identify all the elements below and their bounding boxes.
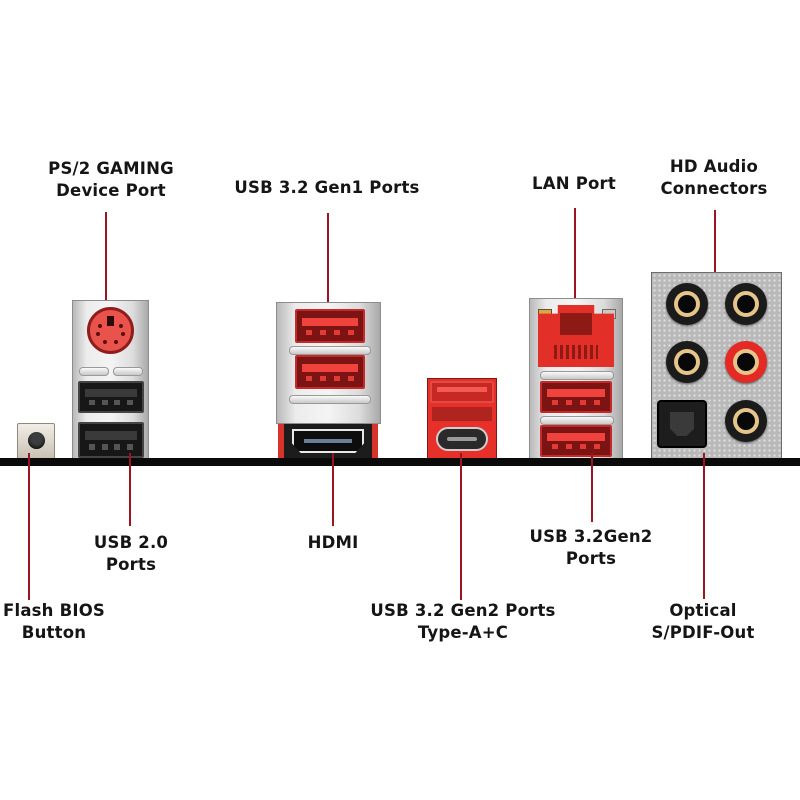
label-line: Ports (565, 549, 617, 568)
label-hd-audio-connectors: HD Audio Connectors (660, 156, 767, 200)
audio-jack-2[interactable] (725, 283, 767, 325)
hdmi-port[interactable] (278, 424, 378, 460)
label-line: USB 3.2 Gen1 Ports (234, 178, 420, 197)
usb32-gen1-cage (276, 302, 381, 424)
label-usb32-gen2-typea-c: USB 3.2 Gen2 Ports Type-A+C (370, 600, 555, 644)
label-hdmi: HDMI (308, 532, 359, 554)
label-lan-port: LAN Port (532, 173, 616, 195)
usb32-gen2-typea-c-stack (427, 378, 497, 460)
usb32-gen2-typea-port[interactable] (430, 381, 494, 403)
io-shield-baseline (0, 458, 800, 466)
label-line: Button (21, 623, 87, 642)
label-line: Connectors (660, 179, 768, 198)
label-line: LAN Port (532, 174, 616, 193)
label-optical-spdif-out: Optical S/PDIF-Out (651, 600, 754, 644)
leader-usb32-gen1 (327, 213, 329, 305)
leader-usb32-gen2 (591, 453, 593, 522)
leader-flash-bios (28, 453, 30, 600)
lan-port[interactable] (538, 305, 614, 367)
hdmi-port-icon (292, 429, 364, 453)
label-line: S/PDIF-Out (651, 623, 755, 642)
toslink-port-icon (670, 412, 694, 436)
label-line: Ports (105, 555, 157, 574)
label-line: Flash BIOS (3, 601, 105, 620)
label-usb32-gen1-ports: USB 3.2 Gen1 Ports (234, 177, 419, 199)
flash-bios-button[interactable] (17, 423, 55, 459)
audio-jack-mic[interactable] (725, 341, 767, 383)
usb20-port-1[interactable] (78, 381, 144, 413)
usb20-port-2[interactable] (78, 422, 144, 458)
label-line: USB 3.2Gen2 (529, 527, 653, 546)
usb-typec-port[interactable] (436, 427, 488, 451)
audio-jack-5[interactable] (725, 400, 767, 442)
lan-usb32-gen2-cage (529, 298, 623, 460)
leader-hdmi (332, 453, 334, 526)
usb32-gen1-port-1[interactable] (295, 309, 365, 343)
audio-jack-1[interactable] (666, 283, 708, 325)
label-ps2-gaming-port: PS/2 GAMING Device Port (48, 158, 174, 202)
leader-ps2 (105, 212, 107, 304)
leader-lan (574, 208, 576, 308)
usb32-gen2-port-1[interactable] (540, 381, 612, 413)
label-line: USB 3.2 Gen2 Ports (370, 601, 556, 620)
label-usb32-gen2-ports: USB 3.2Gen2 Ports (530, 526, 653, 570)
button-icon (28, 432, 45, 449)
usb32-gen2-port-2[interactable] (540, 425, 612, 457)
rj45-port-icon (560, 313, 592, 335)
usb32-gen1-port-2[interactable] (295, 355, 365, 389)
ps2-usb20-cage (72, 300, 149, 460)
leader-usb32-gen2-ac (460, 453, 462, 600)
label-flash-bios-button: Flash BIOS Button (3, 600, 105, 644)
leader-optical (703, 453, 705, 599)
label-usb20-ports: USB 2.0 Ports (94, 532, 168, 576)
label-line: PS/2 GAMING (48, 159, 174, 178)
leader-usb20 (129, 453, 131, 526)
ps2-port[interactable] (87, 307, 134, 354)
label-line: HD Audio (669, 157, 759, 176)
label-line: HDMI (307, 533, 359, 552)
label-line: Optical (669, 601, 737, 620)
hd-audio-panel (651, 272, 782, 460)
label-line: Type-A+C (417, 623, 509, 642)
usb-typec-icon (447, 437, 477, 441)
leader-hd-audio (714, 210, 716, 274)
audio-jack-3[interactable] (666, 341, 708, 383)
ps2-port-icon (107, 316, 114, 326)
label-line: USB 2.0 (93, 533, 169, 552)
label-line: Device Port (56, 181, 166, 200)
optical-spdif-port[interactable] (657, 400, 707, 448)
